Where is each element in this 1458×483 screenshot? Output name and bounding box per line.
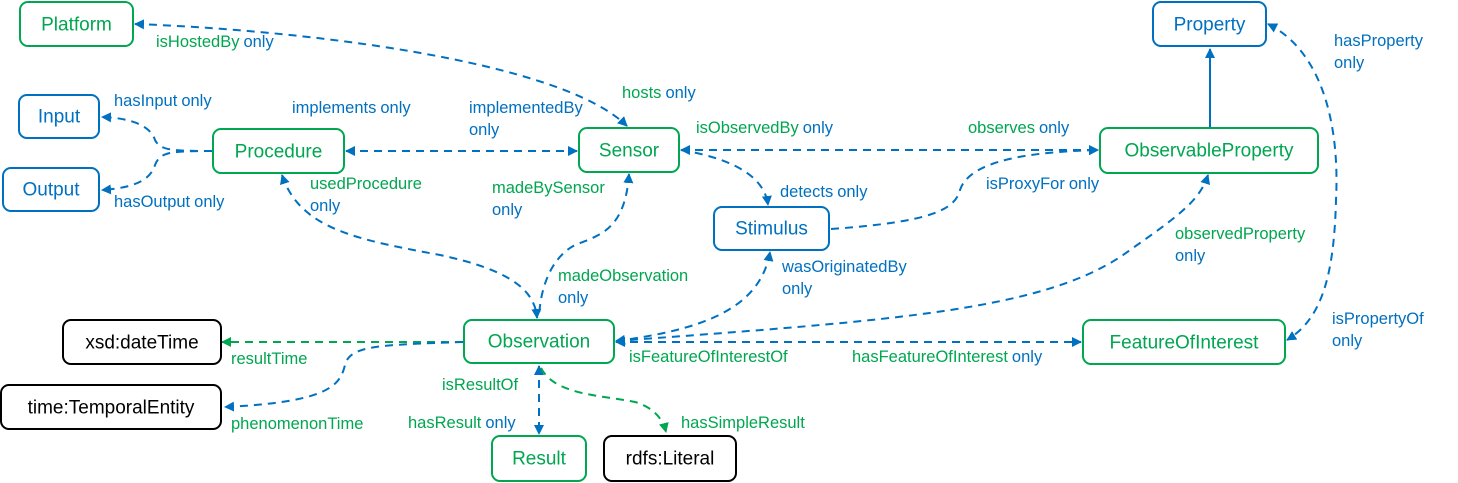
node-stimulus-label: Stimulus (735, 219, 808, 240)
node-temporal-entity-label: time:TemporalEntity (28, 398, 195, 419)
node-input[interactable]: Input (18, 94, 100, 139)
label-phenomenon-time: phenomenonTime (231, 415, 363, 433)
node-result[interactable]: Result (491, 435, 587, 482)
node-observable-property-label: ObservableProperty (1125, 141, 1294, 162)
node-xsd-datetime[interactable]: xsd:dateTime (62, 319, 222, 365)
label-has-simple-result: hasSimpleResult (681, 414, 805, 432)
node-property-label: Property (1174, 15, 1246, 36)
node-procedure-label: Procedure (235, 142, 323, 163)
node-rdfs-literal[interactable]: rdfs:Literal (603, 435, 737, 482)
node-procedure[interactable]: Procedure (212, 128, 345, 174)
edge-procedure-input (101, 112, 213, 152)
node-platform-label: Platform (41, 15, 112, 36)
edge-property-featureofinterest (1267, 23, 1338, 341)
node-stimulus[interactable]: Stimulus (713, 206, 830, 251)
node-observation[interactable]: Observation (463, 319, 615, 364)
node-feature-of-interest-label: FeatureOfInterest (1110, 333, 1260, 354)
node-observation-label: Observation (488, 332, 590, 353)
edge-observation-stimulus (615, 251, 774, 345)
edge-stimulus-observableproperty (830, 145, 1099, 230)
node-feature-of-interest[interactable]: FeatureOfInterest (1082, 319, 1286, 365)
label-is-result-of: isResultOf (442, 376, 519, 394)
node-rdfs-literal-label: rdfs:Literal (626, 449, 715, 470)
node-xsd-datetime-label: xsd:dateTime (85, 333, 198, 354)
node-output-label: Output (22, 180, 80, 201)
edge-procedure-observation (280, 174, 542, 319)
node-input-label: Input (38, 107, 81, 128)
edge-sensor-observation (538, 173, 634, 319)
label-is-feature-of-interest-of: isFeatureOfInterestOf (629, 348, 788, 366)
node-output[interactable]: Output (2, 167, 100, 212)
edge-observation-observableproperty (615, 174, 1211, 342)
node-platform[interactable]: Platform (19, 1, 134, 47)
node-temporal-entity[interactable]: time:TemporalEntity (0, 384, 222, 430)
edge-observation-literal (540, 367, 669, 433)
edge-sensor-stimulus (680, 149, 772, 206)
node-property[interactable]: Property (1152, 1, 1267, 47)
label-result-time: resultTime (231, 350, 307, 368)
edge-procedure-output (101, 150, 213, 195)
node-sensor-label: Sensor (599, 141, 660, 162)
edge-platform-sensor (134, 19, 628, 127)
node-result-label: Result (512, 449, 567, 470)
node-observable-property[interactable]: ObservableProperty (1099, 127, 1319, 174)
node-sensor[interactable]: Sensor (578, 127, 680, 173)
